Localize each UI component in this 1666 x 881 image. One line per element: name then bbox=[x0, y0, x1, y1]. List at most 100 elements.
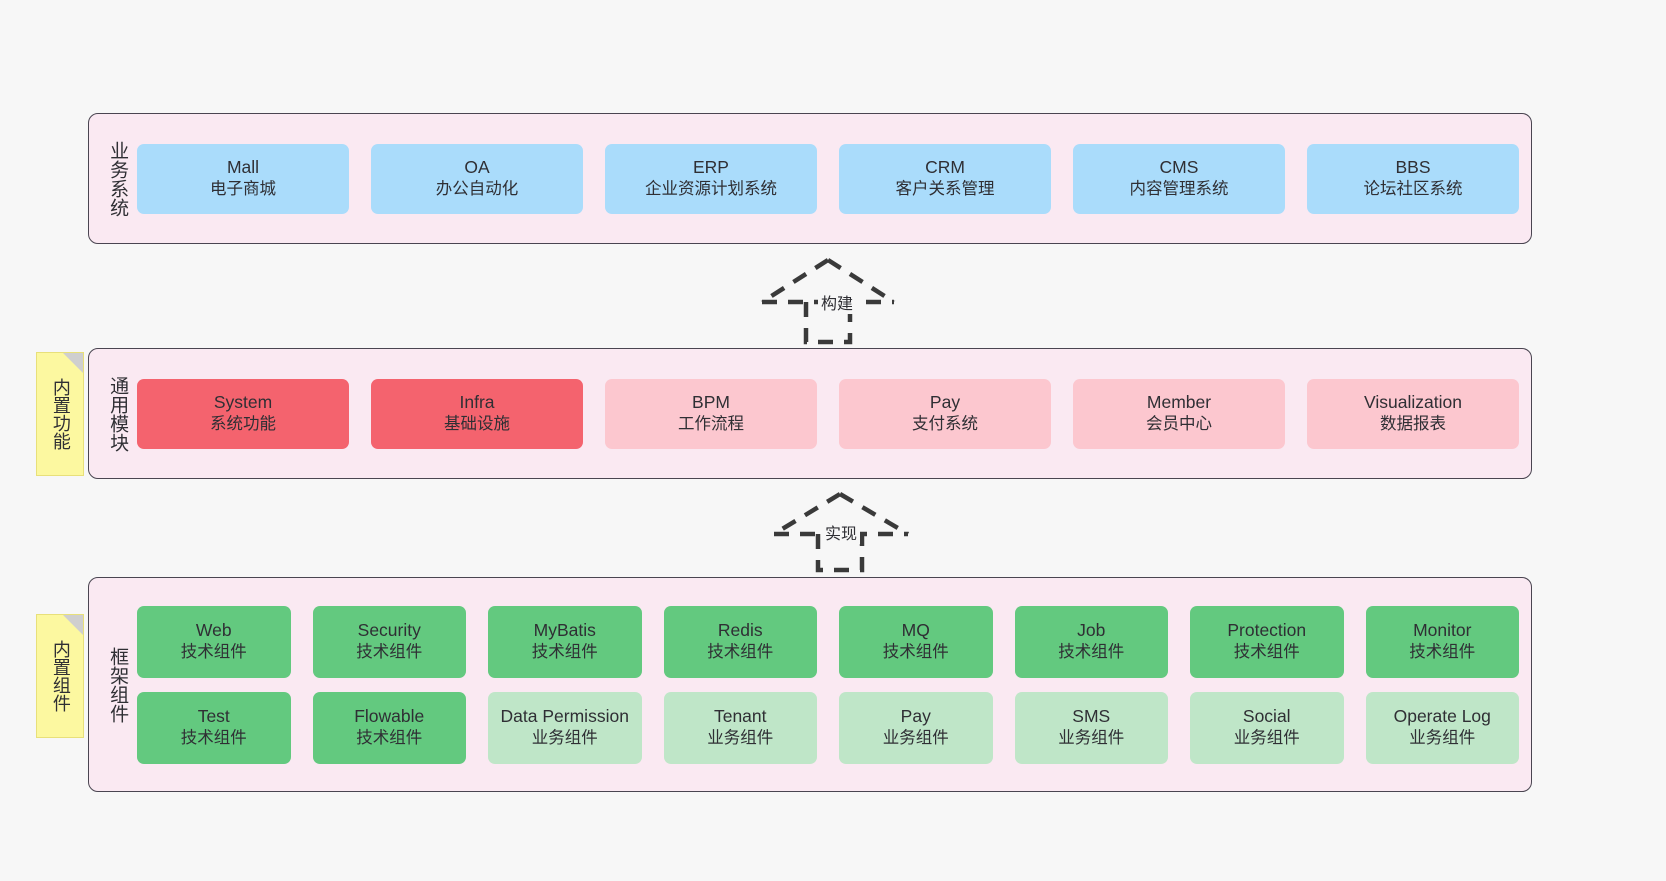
layer-label-framework-component: 框架组件 bbox=[107, 646, 129, 723]
card-infra[interactable]: Infra 基础设施 bbox=[371, 378, 583, 449]
card-flowable[interactable]: Flowable 技术组件 bbox=[312, 691, 466, 764]
layer-cards-business-system: Mall 电子商城 OA 办公自动化 ERP 企业资源计划系统 CRM 客户关系… bbox=[137, 124, 1519, 233]
card-title: Mall bbox=[226, 157, 260, 178]
arrowhead-left-edge bbox=[772, 492, 842, 536]
card-cms[interactable]: CMS 内容管理系统 bbox=[1073, 143, 1285, 214]
card-row-technical: Web 技术组件 Security 技术组件 MyBatis 技术组件 Redi… bbox=[137, 605, 1519, 678]
arrow-implement-label: 实现 bbox=[822, 520, 861, 544]
card-data-permission[interactable]: Data Permission 业务组件 bbox=[488, 691, 642, 764]
card-title: Pay bbox=[929, 392, 961, 413]
card-subtitle: 业务组件 bbox=[1233, 729, 1300, 748]
card-sms[interactable]: SMS 业务组件 bbox=[1014, 691, 1168, 764]
card-subtitle: 业务组件 bbox=[1058, 729, 1125, 748]
card-title: Security bbox=[357, 620, 421, 641]
arrow-build: 构建 bbox=[758, 258, 898, 345]
card-pay-business[interactable]: Pay 业务组件 bbox=[839, 691, 993, 764]
card-system[interactable]: System 系统功能 bbox=[137, 378, 349, 449]
card-subtitle: 技术组件 bbox=[356, 729, 423, 748]
arrow-shaft bbox=[803, 302, 853, 345]
card-subtitle: 业务组件 bbox=[707, 729, 774, 748]
arrowhead-right-edge bbox=[826, 258, 896, 304]
card-visualization[interactable]: Visualization 数据报表 bbox=[1307, 378, 1519, 449]
card-mybatis[interactable]: MyBatis 技术组件 bbox=[488, 605, 642, 678]
sticky-note-builtin-components: 内置组件 bbox=[36, 614, 84, 738]
card-subtitle: 技术组件 bbox=[180, 729, 247, 748]
card-title: Monitor bbox=[1413, 620, 1472, 641]
card-subtitle: 系统功能 bbox=[210, 415, 276, 434]
layer-label-business-system: 业务系统 bbox=[107, 140, 129, 217]
card-title: Member bbox=[1146, 392, 1212, 413]
card-subtitle: 客户关系管理 bbox=[895, 180, 995, 199]
card-subtitle: 技术组件 bbox=[1058, 643, 1125, 662]
card-title: Operate Log bbox=[1393, 706, 1491, 727]
card-test[interactable]: Test 技术组件 bbox=[137, 691, 291, 764]
arrow-build-label: 构建 bbox=[818, 290, 857, 314]
card-operate-log[interactable]: Operate Log 业务组件 bbox=[1365, 691, 1519, 764]
card-subtitle: 技术组件 bbox=[180, 643, 247, 662]
card-subtitle: 工作流程 bbox=[678, 415, 744, 434]
card-job[interactable]: Job 技术组件 bbox=[1014, 605, 1168, 678]
card-mall[interactable]: Mall 电子商城 bbox=[137, 143, 349, 214]
card-title: ERP bbox=[693, 157, 729, 178]
card-social[interactable]: Social 业务组件 bbox=[1190, 691, 1344, 764]
card-title: Social bbox=[1242, 706, 1291, 727]
card-subtitle: 基础设施 bbox=[444, 415, 510, 434]
card-title: Tenant bbox=[713, 706, 767, 727]
card-crm[interactable]: CRM 客户关系管理 bbox=[839, 143, 1051, 214]
card-subtitle: 技术组件 bbox=[707, 643, 774, 662]
layer-cards-common-module: System 系统功能 Infra 基础设施 BPM 工作流程 Pay 支付系统… bbox=[137, 359, 1519, 468]
card-pay[interactable]: Pay 支付系统 bbox=[839, 378, 1051, 449]
card-subtitle: 技术组件 bbox=[1233, 643, 1300, 662]
card-subtitle: 技术组件 bbox=[882, 643, 949, 662]
card-title: Protection bbox=[1227, 620, 1307, 641]
layer-common-module: 通用模块 System 系统功能 Infra 基础设施 BPM 工作流程 Pay… bbox=[88, 348, 1532, 479]
card-erp[interactable]: ERP 企业资源计划系统 bbox=[605, 143, 817, 214]
card-title: System bbox=[213, 392, 273, 413]
card-subtitle: 办公自动化 bbox=[435, 180, 519, 199]
card-title: Data Permission bbox=[500, 706, 629, 727]
card-row: Mall 电子商城 OA 办公自动化 ERP 企业资源计划系统 CRM 客户关系… bbox=[137, 143, 1519, 214]
card-oa[interactable]: OA 办公自动化 bbox=[371, 143, 583, 214]
arrow-implement: 实现 bbox=[772, 492, 912, 573]
card-tenant[interactable]: Tenant 业务组件 bbox=[663, 691, 817, 764]
card-title: Flowable bbox=[354, 706, 425, 727]
card-subtitle: 电子商城 bbox=[210, 180, 276, 199]
card-title: SMS bbox=[1072, 706, 1111, 727]
card-monitor[interactable]: Monitor 技术组件 bbox=[1365, 605, 1519, 678]
card-subtitle: 企业资源计划系统 bbox=[645, 180, 777, 199]
card-subtitle: 支付系统 bbox=[912, 415, 978, 434]
sticky-fold-corner-icon bbox=[63, 353, 83, 373]
card-title: OA bbox=[464, 157, 490, 178]
sticky-note-label: 内置功能 bbox=[50, 378, 71, 450]
sticky-note-builtin-features: 内置功能 bbox=[36, 352, 84, 476]
card-title: Infra bbox=[459, 392, 495, 413]
card-bpm[interactable]: BPM 工作流程 bbox=[605, 378, 817, 449]
card-subtitle: 业务组件 bbox=[531, 729, 598, 748]
card-bbs[interactable]: BBS 论坛社区系统 bbox=[1307, 143, 1519, 214]
card-title: CRM bbox=[925, 157, 965, 178]
card-subtitle: 技术组件 bbox=[531, 643, 598, 662]
card-security[interactable]: Security 技术组件 bbox=[312, 605, 466, 678]
layer-cards-framework-component: Web 技术组件 Security 技术组件 MyBatis 技术组件 Redi… bbox=[137, 588, 1519, 781]
card-title: Redis bbox=[717, 620, 763, 641]
card-title: BBS bbox=[1395, 157, 1431, 178]
card-title: BPM bbox=[692, 392, 730, 413]
card-mq[interactable]: MQ 技术组件 bbox=[839, 605, 993, 678]
card-title: Test bbox=[197, 706, 230, 727]
card-subtitle: 技术组件 bbox=[356, 643, 423, 662]
card-subtitle: 论坛社区系统 bbox=[1363, 180, 1463, 199]
arrowhead-right-edge bbox=[838, 492, 910, 536]
card-protection[interactable]: Protection 技术组件 bbox=[1190, 605, 1344, 678]
card-title: MQ bbox=[901, 620, 930, 641]
card-row: System 系统功能 Infra 基础设施 BPM 工作流程 Pay 支付系统… bbox=[137, 378, 1519, 449]
card-subtitle: 业务组件 bbox=[882, 729, 949, 748]
card-subtitle: 数据报表 bbox=[1380, 415, 1446, 434]
card-title: Pay bbox=[900, 706, 931, 727]
card-redis[interactable]: Redis 技术组件 bbox=[663, 605, 817, 678]
card-member[interactable]: Member 会员中心 bbox=[1073, 378, 1285, 449]
card-row-business: Test 技术组件 Flowable 技术组件 Data Permission … bbox=[137, 691, 1519, 764]
sticky-fold-corner-icon bbox=[63, 615, 83, 635]
card-web[interactable]: Web 技术组件 bbox=[137, 605, 291, 678]
card-title: Visualization bbox=[1364, 392, 1462, 413]
